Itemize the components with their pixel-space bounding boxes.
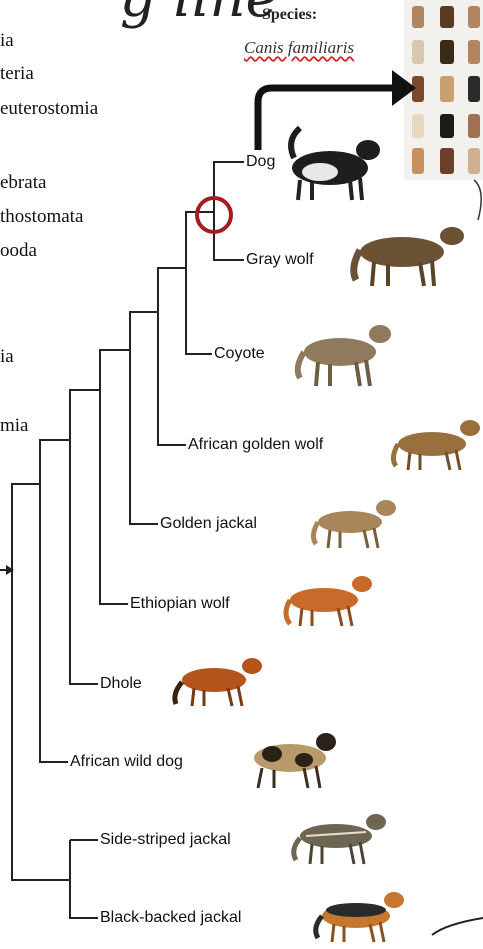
leaf-side-striped-jackal: Side-striped jackal — [98, 831, 233, 849]
coyote-illustration — [298, 325, 391, 386]
leaf-black-backed-jackal: Black-backed jackal — [98, 909, 243, 927]
leaf-african-wild-dog: African wild dog — [68, 753, 185, 771]
dhole-illustration — [175, 658, 262, 706]
leaf-coyote: Coyote — [212, 345, 267, 363]
leaf-golden-jackal: Golden jackal — [158, 515, 259, 533]
side-striped-jackal-illustration — [294, 814, 386, 864]
leaf-african-golden-wolf: African golden wolf — [186, 436, 325, 454]
african-wild-dog-illustration — [254, 733, 336, 788]
dog-breeds-photo-grid — [404, 0, 483, 180]
leaf-ethiopian-wolf: Ethiopian wolf — [128, 595, 232, 613]
leaf-dog: Dog — [244, 153, 277, 171]
leaf-dhole: Dhole — [98, 675, 144, 693]
african-golden-wolf-illustration — [393, 420, 480, 470]
gray-wolf-illustration — [354, 227, 464, 286]
dog-illustration — [291, 128, 380, 200]
ethiopian-wolf-illustration — [286, 576, 372, 626]
arrow-to-breeds — [258, 88, 398, 150]
black-backed-jackal-illustration — [316, 892, 404, 942]
leaf-gray-wolf: Gray wolf — [244, 251, 316, 269]
golden-jackal-illustration — [313, 500, 396, 548]
